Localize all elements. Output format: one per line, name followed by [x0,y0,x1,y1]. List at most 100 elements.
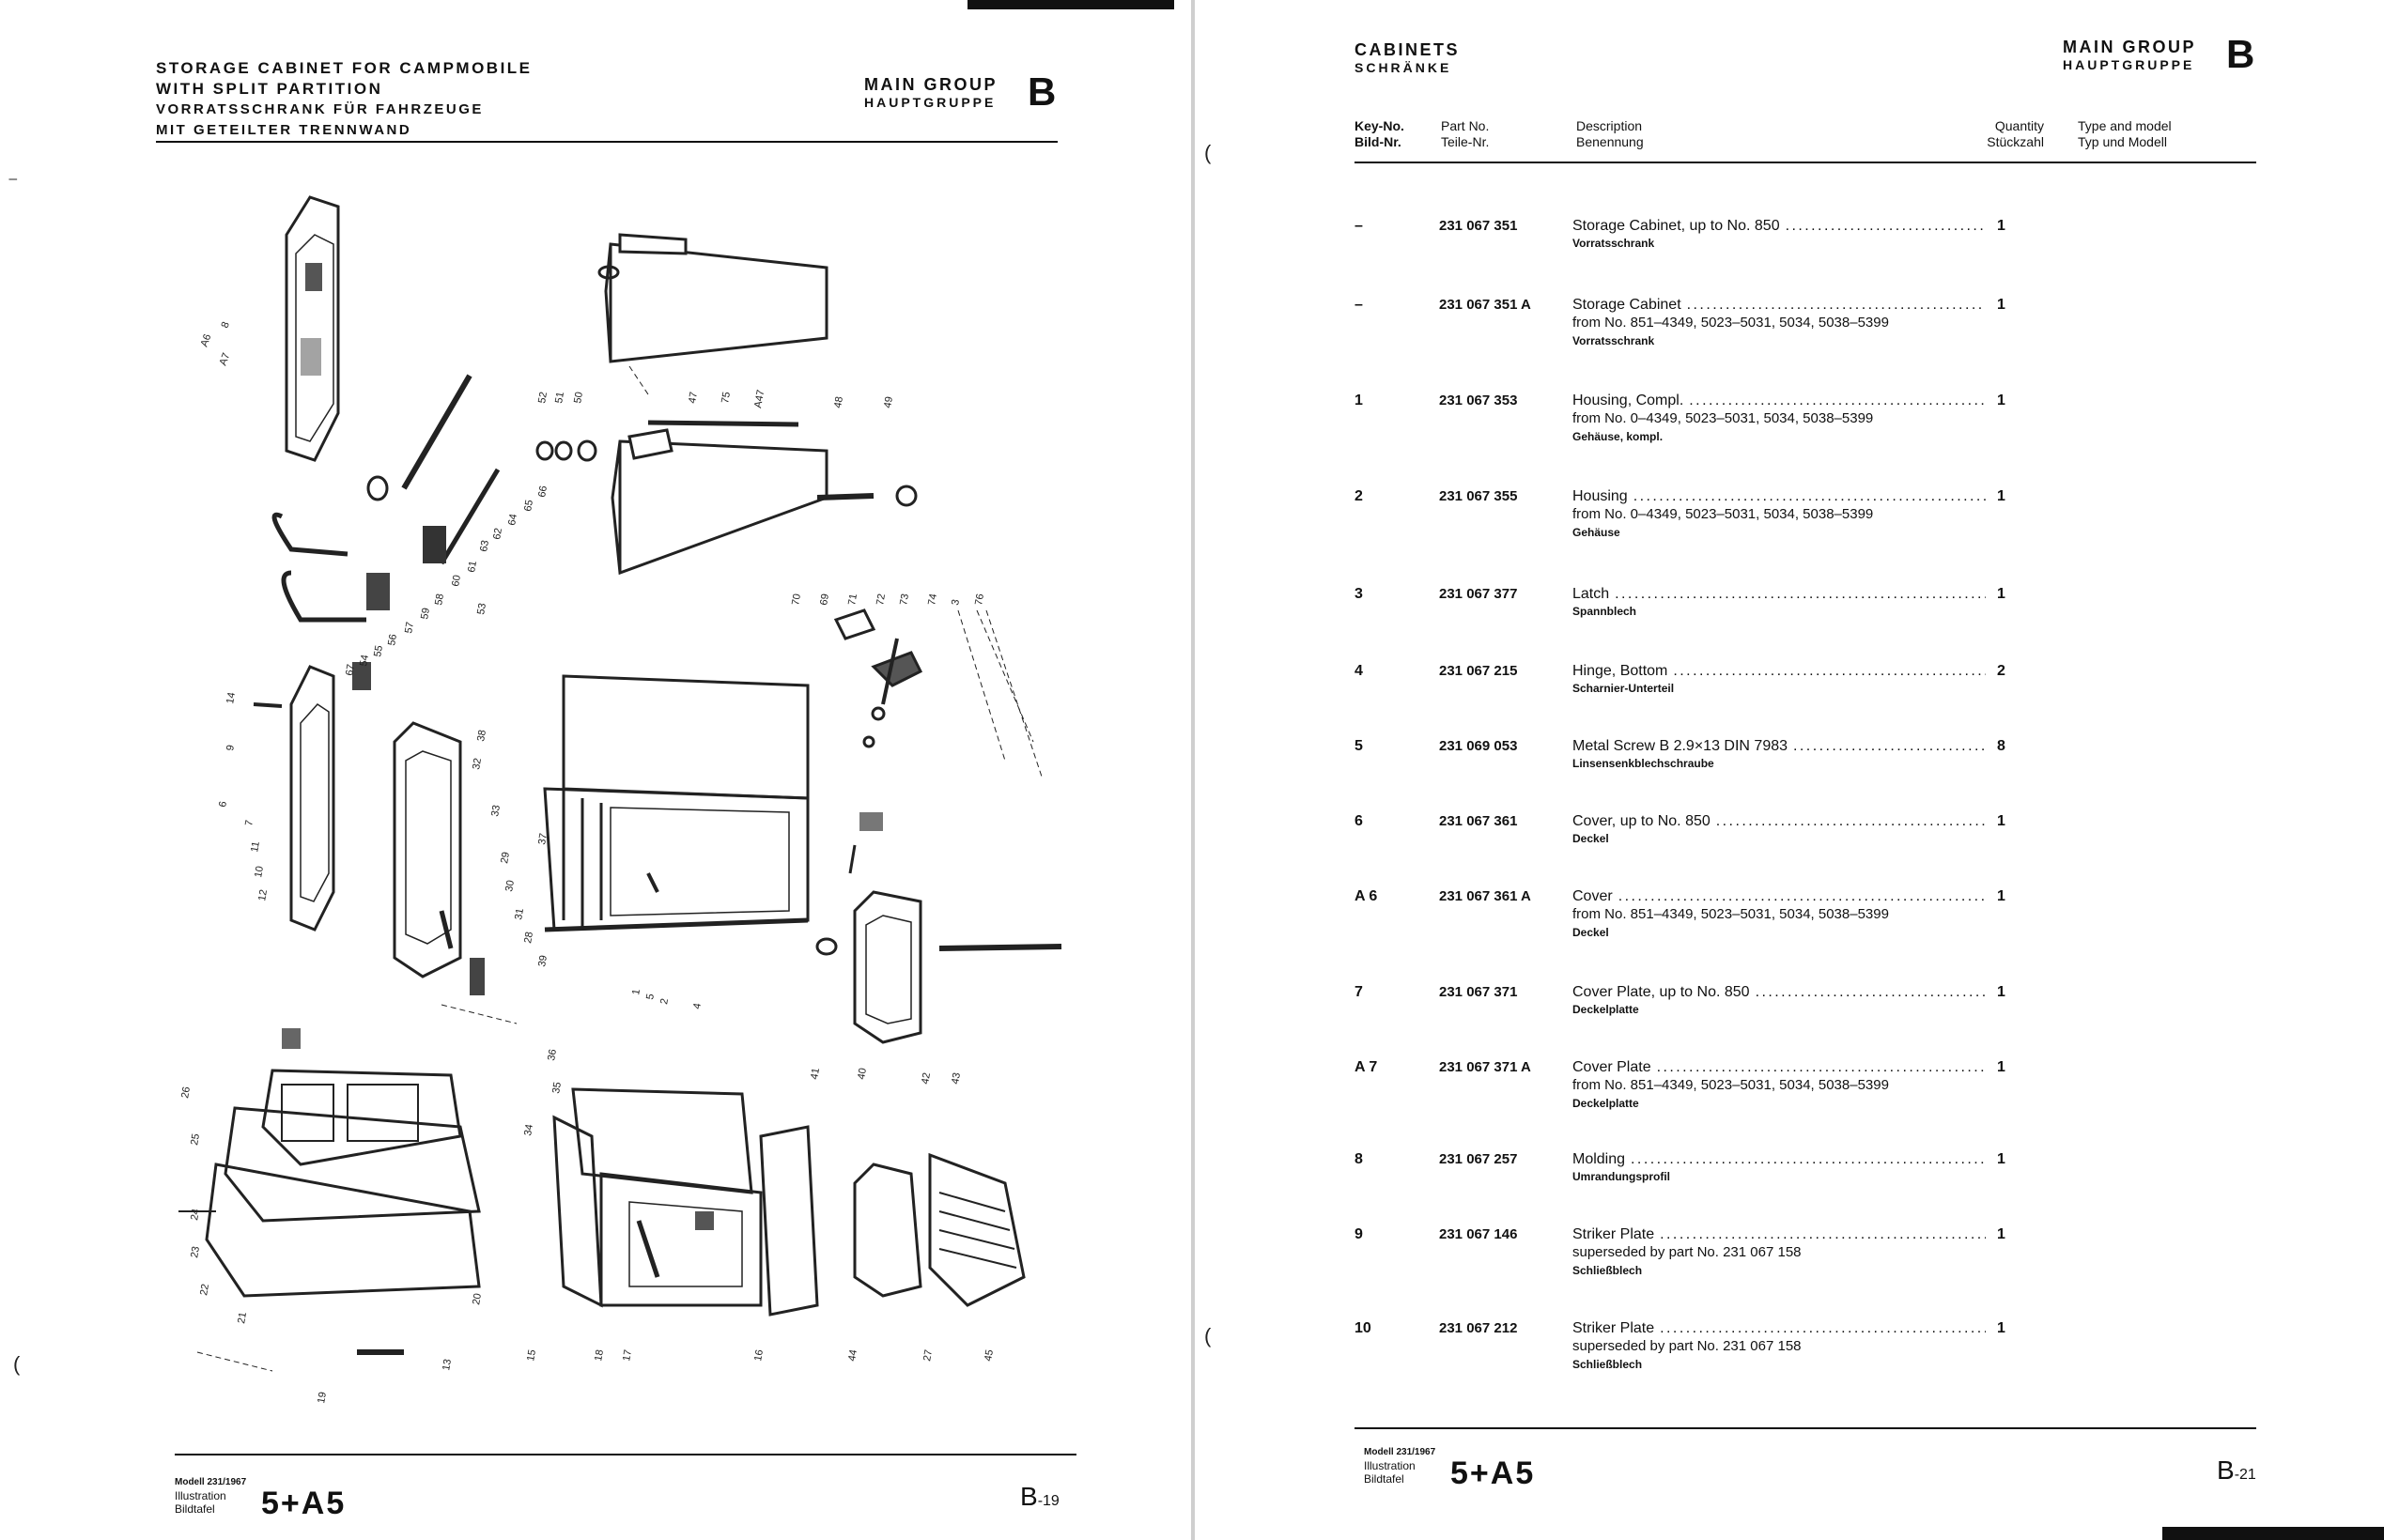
callout-label: 60 [450,574,463,587]
callout-label: A6 [199,332,214,348]
quantity: 1 [1997,586,2005,602]
description-en: Cover Plate [1572,1059,1651,1075]
callout-label: 23 [189,1245,202,1258]
callout-label: 47 [687,391,700,404]
key-number: 9 [1355,1226,1363,1242]
description-line: Cover Plate [1572,1059,1986,1076]
column-header-quantity: Quantity Stückzahl [1941,118,2044,150]
callout-label: 49 [882,395,895,408]
description-de: Linsensenkblechschraube [1572,757,1714,770]
part-number: 231 067 361 [1439,813,1518,829]
leader-dots [1631,1151,1986,1168]
key-number: 1 [1355,393,1363,408]
main-group-label: MAIN GROUP HAUPTGRUPPE [864,75,998,110]
description-line: Striker Plate [1572,1320,1986,1337]
key-number: – [1355,218,1363,234]
quantity: 1 [1997,888,2005,904]
callout-label: 41 [809,1067,822,1080]
callout-label: 36 [546,1048,559,1061]
main-housing-drawing [543,674,810,932]
description-en: Latch [1572,586,1610,602]
description-detail: from No. 851–4349, 5023–5031, 5034, 5038… [1572,1077,1889,1093]
description-en: Striker Plate [1572,1320,1655,1336]
callout-label: 43 [950,1071,963,1085]
callout-label: 39 [536,954,550,967]
key-number: 8 [1355,1151,1363,1167]
hinge-assembly-drawing [271,374,501,690]
callout-label: 22 [198,1283,211,1296]
description-line: Hinge, Bottom [1572,663,1986,680]
description: Coverfrom No. 851–4349, 5023–5031, 5034,… [1572,888,1986,941]
leader-dots [1687,297,1986,314]
callout-label: 65 [522,499,535,512]
callout-label: 11 [249,840,262,853]
column-header-part: Part No. Teile-Nr. [1441,118,1489,150]
lower-housing-drawing [552,1087,819,1317]
callout-label: A47 [752,389,766,408]
callout-label: 55 [372,644,385,657]
leader-dots [1716,813,1986,830]
callout-label: 35 [550,1081,564,1094]
quantity: 1 [1997,297,2005,313]
description-line: Storage Cabinet, up to No. 850 [1572,218,1986,235]
key-number: A 7 [1355,1059,1378,1075]
leader-dots [1786,218,1986,235]
quantity: 1 [1997,984,2005,1000]
cover-plate-drawing [285,195,340,462]
key-number: 2 [1355,488,1363,504]
callout-label: 21 [236,1311,249,1324]
callout-label: 38 [475,729,488,742]
callout-label: 75 [720,391,733,404]
description-en: Striker Plate [1572,1226,1655,1242]
callout-label: 13 [441,1358,454,1371]
page-number-sub: -21 [2234,1467,2256,1483]
col-key-en: Key-No. [1355,118,1404,133]
callout-label: 8 [220,320,232,330]
description-en: Housing [1572,488,1628,504]
scan-speck: ⁻ [8,171,19,194]
key-number: 4 [1355,663,1363,679]
col-key-de: Bild-Nr. [1355,134,1401,149]
header-rule [156,141,1058,143]
leader-dots [1793,738,1986,755]
description-line: Storage Cabinet [1572,297,1986,314]
door-assembly-drawing [178,1028,481,1355]
leader-dots [1618,888,1986,905]
callout-label: 10 [253,865,266,878]
callout-label: 67 [344,663,357,676]
callout-label: 25 [189,1132,202,1146]
column-header-description: Description Benennung [1576,118,1644,150]
group-letter: B [1028,69,1057,114]
part-number: 231 067 351 A [1439,297,1531,313]
callout-label: 7 [243,819,255,826]
part-number: 231 069 053 [1439,738,1518,754]
part-number: 231 067 353 [1439,393,1518,408]
modell-label: Modell 231/1967 [175,1477,247,1487]
leader-dots [1660,1320,1986,1337]
part-number: 231 067 212 [1439,1320,1518,1336]
footer-rule [1355,1427,2256,1429]
key-number: 5 [1355,738,1363,754]
quantity: 1 [1997,393,2005,408]
quantity: 1 [1997,1059,2005,1075]
callout-label: 42 [920,1071,933,1085]
callout-label: 20 [471,1292,484,1305]
part-number: 231 067 371 A [1439,1059,1531,1075]
callout-label: 3 [950,598,962,606]
key-number: 6 [1355,813,1363,829]
callout-label: 45 [983,1348,996,1362]
callout-label: 19 [316,1391,329,1404]
description-en: Cover Plate, up to No. 850 [1572,984,1750,1000]
footer-legend: Modell 231/1967 Illustration Bildtafel [1364,1446,1435,1486]
scan-speck: ( [1204,1324,1212,1348]
illustration-number: 5+A5 [261,1486,347,1521]
left-page: ⁻ ( STORAGE CABINET FOR CAMPMOBILE WITH … [0,0,1191,1540]
description-en: Housing, Compl. [1572,393,1684,408]
description-de: Schließblech [1572,1358,1643,1371]
description-en: Molding [1572,1151,1626,1167]
leader-dots [1673,663,1986,680]
scan-edge-mark [968,0,1174,9]
callout-label: 29 [499,851,512,864]
callout-label: 32 [471,757,484,770]
col-type-de: Typ und Modell [2078,134,2167,149]
